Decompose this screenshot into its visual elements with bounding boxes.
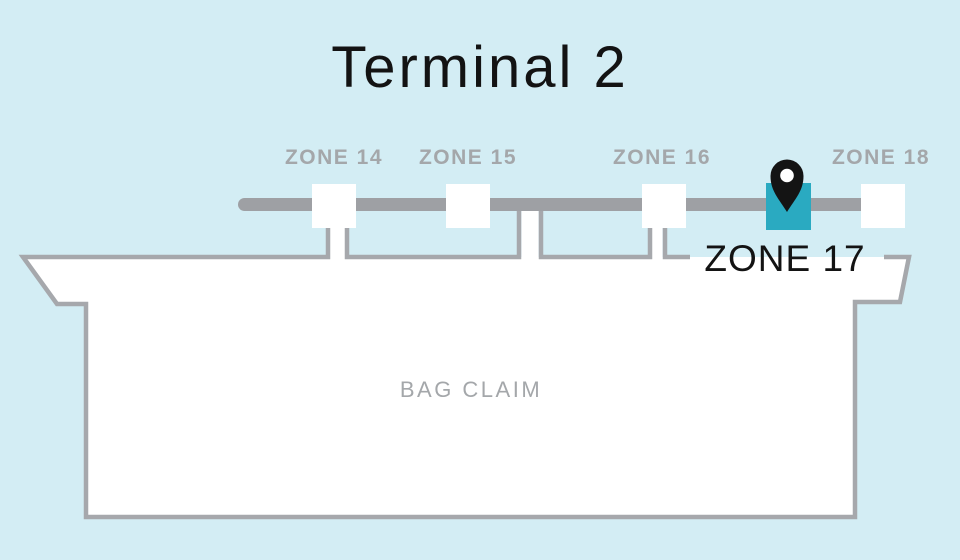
walkway-zone-14: [330, 222, 345, 260]
road: [238, 198, 905, 211]
location-pin-icon[interactable]: [770, 159, 804, 213]
building-outline: [18, 206, 912, 520]
walkway-zone-16: [652, 222, 663, 260]
zone-16-label: ZONE 16: [612, 146, 712, 169]
zone-18-marker[interactable]: [861, 184, 905, 228]
zone-14-label: ZONE 14: [284, 146, 384, 169]
zone-14-marker[interactable]: [312, 184, 356, 228]
page-title: Terminal 2: [331, 35, 629, 100]
zone-18-label: ZONE 18: [831, 146, 931, 169]
bag-claim-label: BAG CLAIM: [399, 377, 543, 402]
zone-17-label: ZONE 17: [704, 238, 866, 279]
zone-15-marker[interactable]: [446, 184, 490, 228]
bag-claim-building: [23, 257, 909, 517]
zone-15-label: ZONE 15: [418, 146, 518, 169]
walkway-mid: [521, 204, 539, 260]
zone-16-marker[interactable]: [642, 184, 686, 228]
